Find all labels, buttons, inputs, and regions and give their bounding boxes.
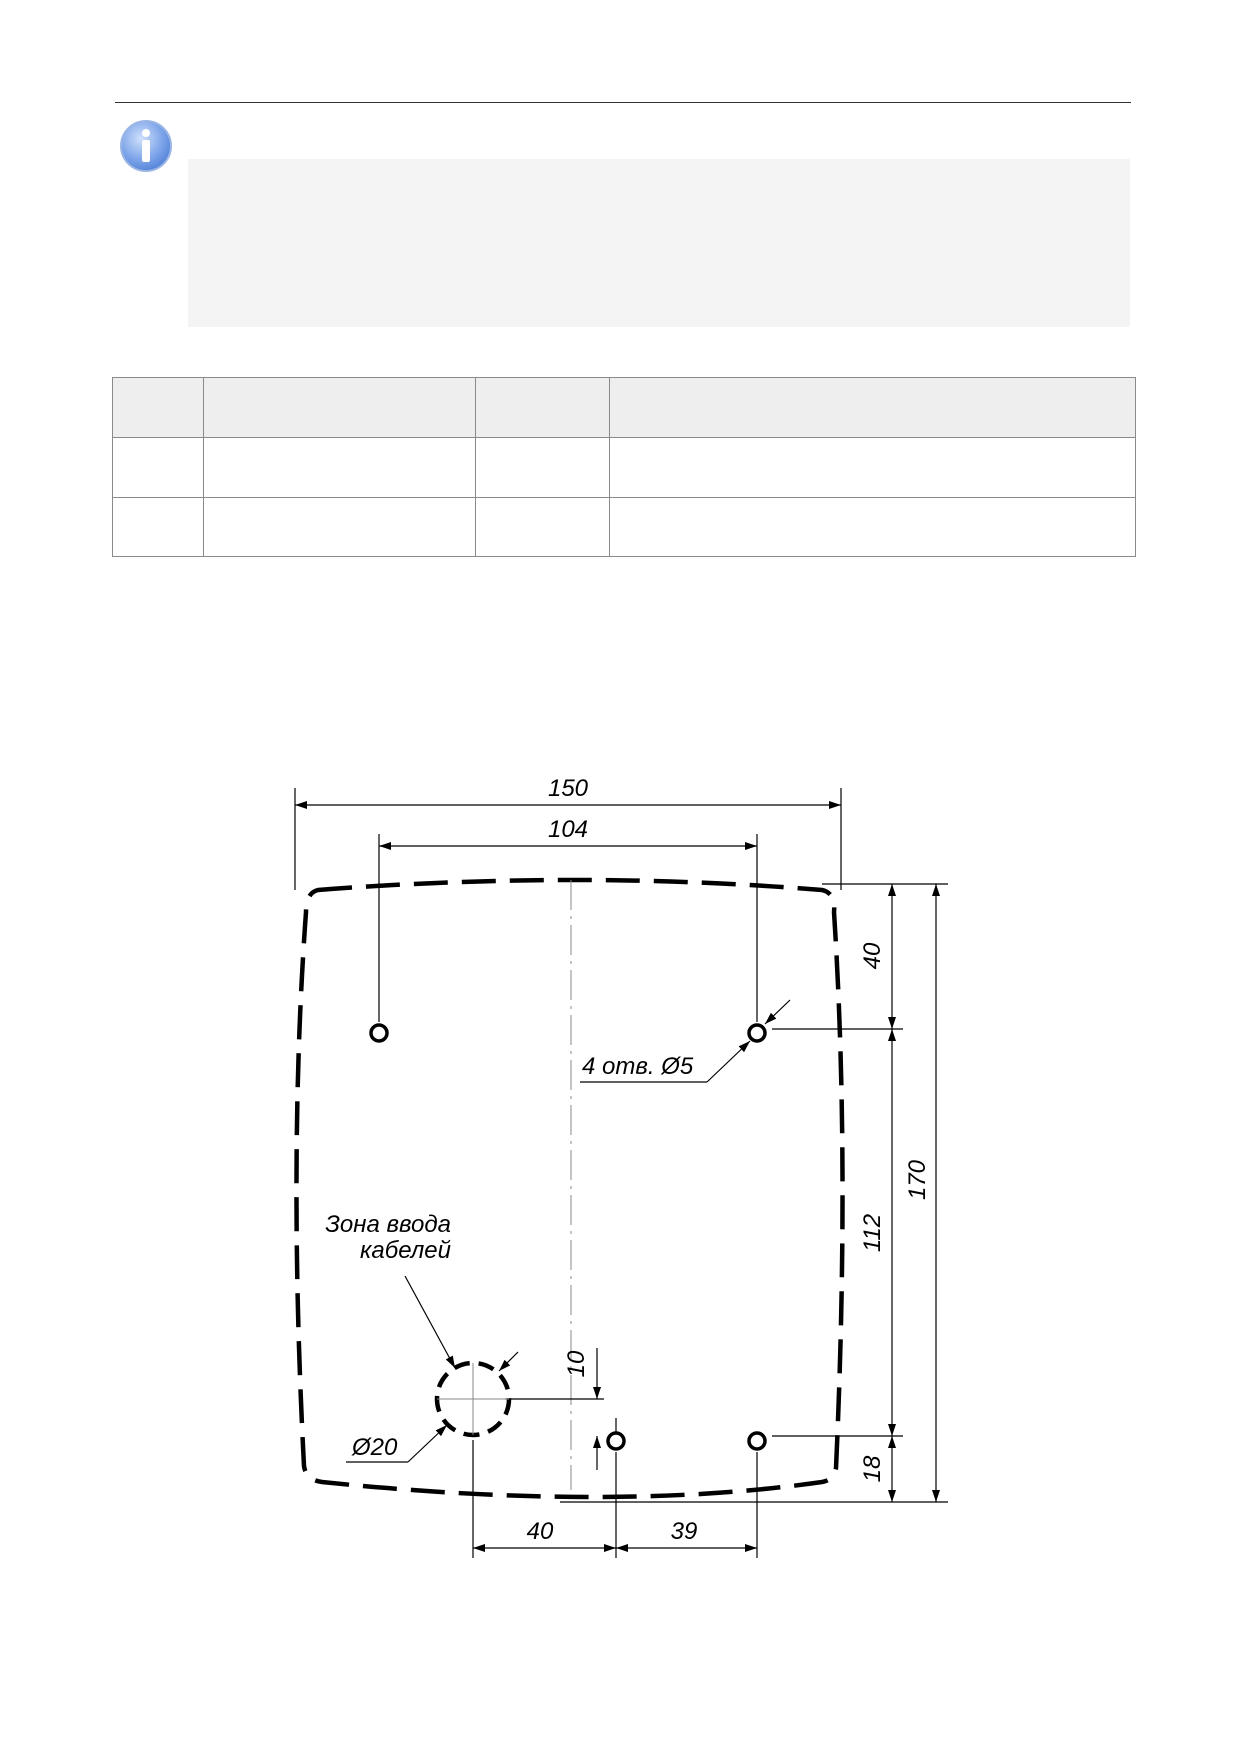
table-cell (112, 496, 204, 557)
cable-entry-zone (434, 1360, 512, 1438)
dim-hole-spacing-top: 104 (548, 816, 588, 843)
mounting-holes (369, 1023, 767, 1451)
mounting-hole (747, 1431, 767, 1451)
table-cell (475, 437, 610, 498)
table-row (112, 437, 1136, 498)
dim-hole-to-hole-bottom: 39 (671, 1518, 698, 1545)
mounting-hole (369, 1023, 389, 1043)
dim-top-to-holes: 40 (859, 942, 886, 969)
spec-table (112, 377, 1136, 557)
table-cell (203, 496, 476, 557)
dim-cable-to-hole: 40 (527, 1518, 554, 1545)
info-note (188, 159, 1130, 327)
table-header-cell (609, 377, 1136, 438)
dim-bottom: 18 (859, 1455, 886, 1482)
table-header-cell (112, 377, 204, 438)
dim-width-overall: 150 (548, 775, 589, 802)
table-header-row (112, 377, 1136, 438)
mounting-drawing: 150 104 40 112 170 18 10 40 39 4 отв. Ø5… (294, 775, 948, 1558)
mounting-hole (606, 1431, 626, 1451)
header-rule (115, 102, 1131, 103)
dim-hole-vertical: 112 (859, 1214, 886, 1252)
dim-height-overall: 170 (904, 1159, 931, 1200)
info-icon (120, 120, 172, 172)
table-header-cell (475, 377, 610, 438)
table-header-cell (203, 377, 476, 438)
cable-diameter-label: Ø20 (351, 1434, 398, 1461)
cable-zone-label-line1: Зона ввода (325, 1211, 451, 1238)
dim-cable-offset: 10 (563, 1350, 590, 1377)
housing-outline (294, 877, 845, 1500)
table-cell (609, 437, 1136, 498)
table-cell (203, 437, 476, 498)
table-cell (112, 437, 204, 498)
mounting-hole (747, 1023, 767, 1043)
cable-zone-label-line2: кабелей (360, 1237, 451, 1264)
table-row (112, 496, 1136, 557)
table-cell (609, 496, 1136, 557)
table-cell (475, 496, 610, 557)
hole-callout: 4 отв. Ø5 (582, 1053, 694, 1080)
